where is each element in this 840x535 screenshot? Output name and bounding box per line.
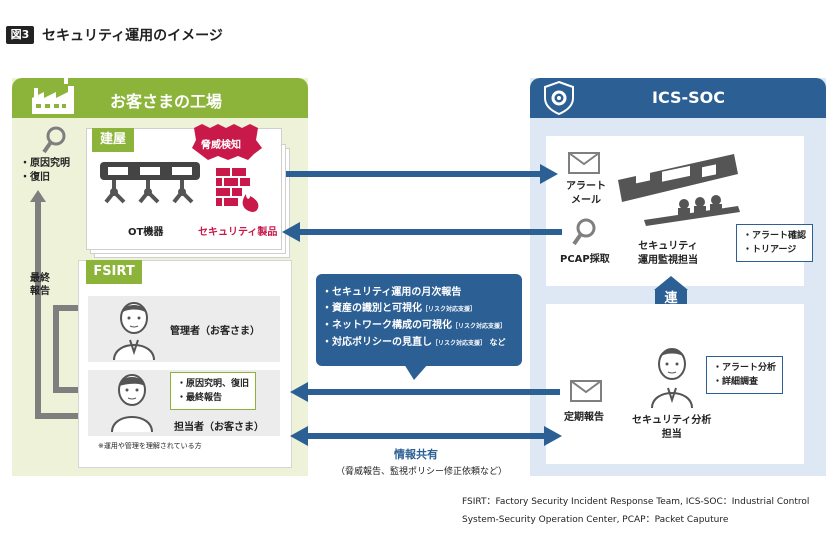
monitor-notes: ・アラート確認 ・トリアージ bbox=[736, 224, 814, 262]
pcap-arrow bbox=[282, 222, 562, 242]
report-mail-icon bbox=[570, 380, 602, 402]
operator-footnote: ※運用や管理を理解されている方 bbox=[98, 442, 202, 450]
cause-notes: ・原因究明 ・復旧 bbox=[20, 158, 70, 183]
operator-person-icon bbox=[111, 374, 153, 432]
security-product-label: セキュリティ製品 bbox=[198, 227, 278, 238]
footnote-line-1: FSIRT：Factory Security Incident Response… bbox=[462, 497, 810, 507]
threat-detect-label: 脅威検知 bbox=[201, 140, 241, 151]
callout-items: ・セキュリティ運用の月次報告 ・資産の識別と可視化［リスク対応支援］ ・ネットワ… bbox=[322, 287, 507, 348]
footnote-line-2: System-Security Operation Center, PCAP：P… bbox=[462, 515, 729, 525]
fsirt-card bbox=[78, 260, 292, 468]
manager-label: 管理者（お客さま） bbox=[170, 326, 260, 337]
monthly-report-callout bbox=[316, 274, 522, 366]
final-report-label: 最終 報告 bbox=[30, 273, 50, 297]
soc-panel-header bbox=[530, 78, 826, 118]
pcap-label: PCAP採取 bbox=[560, 254, 610, 265]
analyst-person-icon bbox=[651, 348, 693, 408]
alert-arrow bbox=[286, 164, 558, 184]
regular-report-label: 定期報告 bbox=[564, 412, 604, 423]
analyst-notes: ・アラート分析 ・詳細調査 bbox=[706, 356, 784, 394]
regular-report-arrow bbox=[290, 382, 560, 402]
pcap-magnifier-icon bbox=[572, 218, 596, 246]
factory-icon bbox=[32, 78, 74, 114]
figure-title: セキュリティ運用のイメージ bbox=[42, 28, 223, 44]
manager-person-icon bbox=[113, 302, 155, 360]
monitoring-room-icon bbox=[618, 154, 740, 226]
magnifier-icon bbox=[42, 126, 66, 154]
analyst-label: セキュリティ分析 担当 bbox=[632, 415, 712, 440]
ot-label: OT機器 bbox=[128, 227, 164, 238]
info-share-sub: （脅威報告、監視ポリシー修正依頼など） bbox=[336, 467, 508, 477]
fsirt-tag: FSIRT bbox=[86, 260, 142, 284]
operator-label: 担当者（お客さま） bbox=[174, 422, 264, 433]
info-share-label: 情報共有 bbox=[394, 448, 438, 461]
threat-detect-badge bbox=[192, 124, 262, 160]
figure-badge: 図3 bbox=[6, 26, 34, 44]
operator-notes: ・原因究明、復旧 ・最終報告 bbox=[170, 372, 257, 410]
alert-mail-label: アラート メール bbox=[566, 181, 606, 206]
ot-machine-icon bbox=[100, 162, 200, 204]
building-tag: 建屋 bbox=[92, 128, 134, 152]
monitor-label: セキュリティ 運用監視担当 bbox=[638, 241, 698, 266]
customer-title: お客さまの工場 bbox=[110, 92, 223, 111]
callout-pointer bbox=[404, 364, 428, 380]
soc-title: ICS-SOC bbox=[652, 88, 726, 107]
mail-icon bbox=[568, 152, 600, 174]
info-share-arrow bbox=[290, 426, 562, 446]
shield-gear-icon bbox=[544, 80, 574, 116]
firewall-icon bbox=[216, 168, 259, 212]
